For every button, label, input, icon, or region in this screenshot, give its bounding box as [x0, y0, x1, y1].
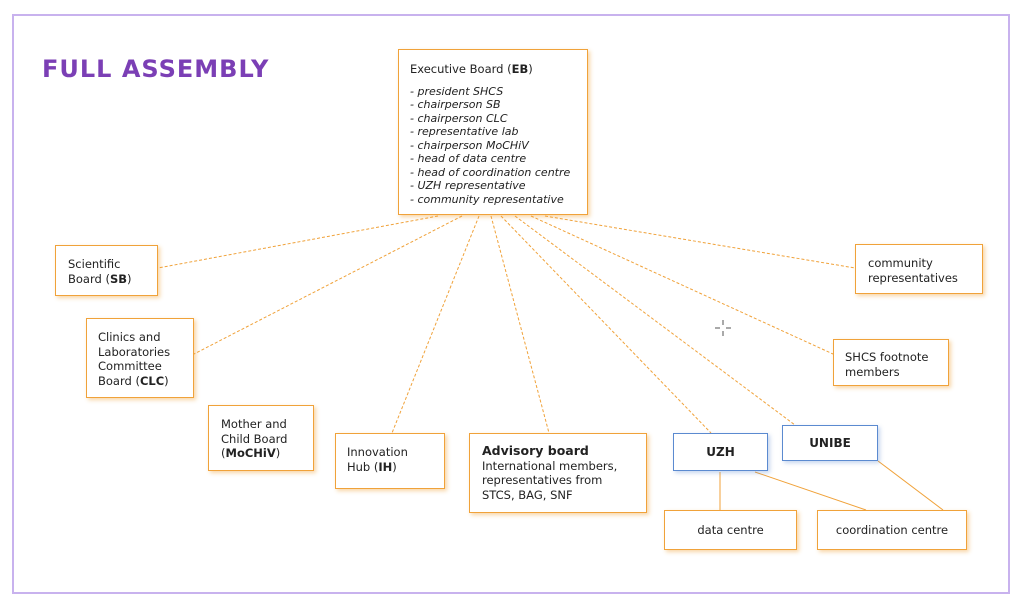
eb-member: - community representative — [410, 192, 564, 206]
link-eb-footnote — [530, 215, 834, 355]
uzh-box: UZH — [673, 433, 768, 471]
community-representatives-box: community representatives — [855, 244, 983, 294]
eb-member: - head of data centre — [410, 152, 527, 165]
footnote-members-box: SHCS footnote members — [833, 339, 949, 386]
eb-member: - UZH representative — [410, 179, 526, 192]
link-eb-sb — [157, 215, 439, 269]
link-eb-ih — [391, 215, 480, 434]
eb-member: - head of coordination centre — [410, 165, 571, 179]
clc-box: Clinics and Laboratories Committee Board… — [86, 318, 194, 398]
link-unibe-coordination — [877, 460, 944, 511]
executive-board-label: Executive Board (EB) — [410, 62, 533, 76]
eb-member: - president SHCS — [410, 84, 504, 98]
mochiv-box: Mother and Child Board (MoCHiV) — [208, 405, 314, 471]
link-uzh-coordination — [754, 471, 867, 511]
diagram-frame — [12, 14, 1010, 594]
crosshair-cursor-icon — [715, 320, 731, 336]
link-eb-unibe — [514, 215, 796, 426]
link-eb-advisory — [490, 215, 550, 434]
eb-member: - chairperson CLC — [410, 111, 508, 125]
executive-board-box: Executive Board (EB) - president SHCS - … — [398, 49, 588, 215]
link-eb-clc — [193, 215, 463, 355]
eb-member: - chairperson MoCHiV — [410, 138, 529, 152]
eb-member: - chairperson SB — [410, 98, 501, 111]
coordination-centre-box: coordination centre — [817, 510, 967, 550]
link-eb-uzh — [500, 215, 712, 434]
executive-board-members: - president SHCS - chairperson SB - chai… — [410, 85, 576, 207]
advisory-board-box: Advisory board International members, re… — [469, 433, 647, 513]
page-title: FULL ASSEMBLY — [42, 55, 270, 83]
unibe-box: UNIBE — [782, 425, 878, 461]
innovation-hub-box: Innovation Hub (IH) — [335, 433, 445, 489]
eb-member: - representative lab — [410, 125, 519, 138]
link-eb-community — [544, 215, 856, 269]
data-centre-box: data centre — [664, 510, 797, 550]
scientific-board-box: Scientific Board (SB) — [55, 245, 158, 296]
